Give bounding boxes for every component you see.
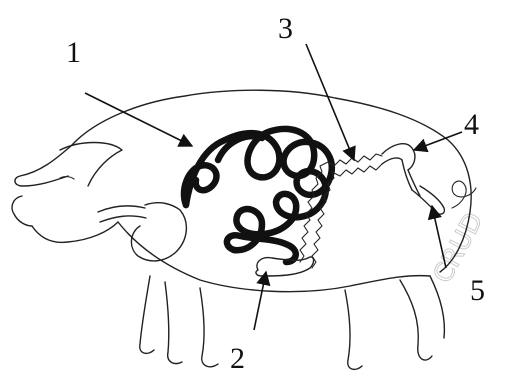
label-3: 3 <box>278 12 293 45</box>
label-2: 2 <box>230 342 245 375</box>
arrow-2 <box>254 272 266 330</box>
small-intestine <box>184 129 332 262</box>
label-5: 5 <box>470 274 485 307</box>
label-4: 4 <box>464 108 479 141</box>
stomach <box>131 203 186 261</box>
rectum <box>382 144 415 170</box>
cecum <box>256 257 314 276</box>
label-1: 1 <box>66 36 81 69</box>
esophagus <box>98 206 145 212</box>
arrow-1 <box>85 93 192 146</box>
